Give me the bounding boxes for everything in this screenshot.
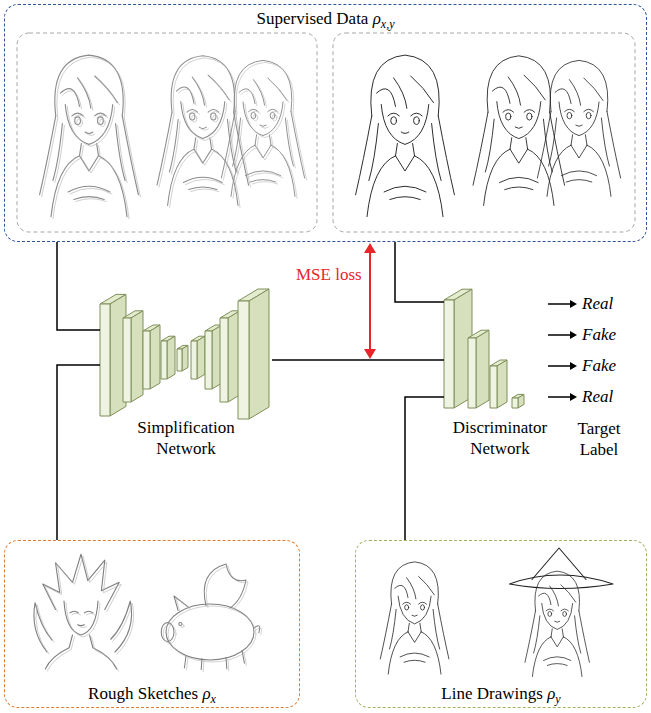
title-row: Rough Sketches ρx bbox=[5, 683, 299, 704]
layer-block bbox=[161, 336, 175, 379]
node-title: Line Drawings ρy bbox=[441, 683, 560, 704]
network-block: Discriminator Network bbox=[444, 290, 556, 462]
image-frame bbox=[333, 33, 635, 232]
loss-label: MSE loss bbox=[296, 264, 362, 285]
node-title: Simplification Network bbox=[121, 417, 251, 459]
output-arrow bbox=[548, 300, 577, 401]
line-drawing bbox=[356, 55, 621, 217]
layer-block bbox=[191, 336, 205, 379]
dataset-panel: Supervised Data ρx,y bbox=[4, 4, 647, 242]
layer-block bbox=[220, 311, 240, 402]
layer-block bbox=[100, 294, 126, 416]
subscript: x,y bbox=[381, 17, 395, 31]
subscript: x bbox=[211, 692, 216, 706]
network-block: Simplification Network bbox=[100, 278, 272, 462]
text-part: Rough Sketches bbox=[88, 684, 202, 703]
subscript: y bbox=[555, 692, 560, 706]
output-label: Fake bbox=[582, 355, 616, 376]
connector bbox=[395, 242, 444, 302]
output-label: Real bbox=[582, 386, 613, 407]
layer-block bbox=[143, 325, 160, 389]
connector bbox=[57, 242, 100, 330]
image-frame bbox=[17, 33, 317, 232]
network-blocks bbox=[100, 289, 524, 419]
connector bbox=[272, 359, 444, 361]
column-label: Target Label bbox=[564, 418, 634, 460]
text-part: Supervised Data bbox=[257, 9, 373, 28]
dataset-panel: Line Drawings ρy bbox=[355, 540, 647, 708]
output-label: Real bbox=[582, 293, 613, 314]
symbol: ρ bbox=[373, 9, 381, 28]
loss-arrow bbox=[364, 243, 376, 359]
title-row: Supervised Data ρx,y bbox=[5, 8, 646, 29]
node-title: Supervised Data ρx,y bbox=[257, 8, 395, 29]
text-part: Line Drawings bbox=[441, 684, 547, 703]
connector bbox=[405, 397, 444, 540]
dataset-panel: Rough Sketches ρx bbox=[4, 540, 300, 708]
layer-block bbox=[468, 330, 489, 408]
rough-sketch bbox=[40, 55, 307, 219]
symbol: ρ bbox=[202, 684, 210, 703]
layer-block bbox=[512, 394, 524, 408]
line-drawing bbox=[380, 548, 613, 677]
title-row: Line Drawings ρy bbox=[356, 683, 646, 704]
rough-sketch bbox=[34, 554, 262, 671]
node-title: Discriminator Network bbox=[448, 417, 552, 459]
layer-block bbox=[205, 325, 222, 389]
title-row: Simplification Network bbox=[100, 417, 272, 459]
output-label: Fake bbox=[582, 324, 616, 345]
node-title: Rough Sketches ρx bbox=[88, 683, 216, 704]
layer-block bbox=[490, 360, 507, 408]
layer-block bbox=[177, 345, 188, 371]
layer-block bbox=[238, 289, 269, 419]
connector bbox=[57, 365, 100, 540]
layer-block bbox=[123, 311, 143, 402]
symbol: ρ bbox=[547, 684, 555, 703]
title-row: Discriminator Network bbox=[444, 417, 556, 459]
